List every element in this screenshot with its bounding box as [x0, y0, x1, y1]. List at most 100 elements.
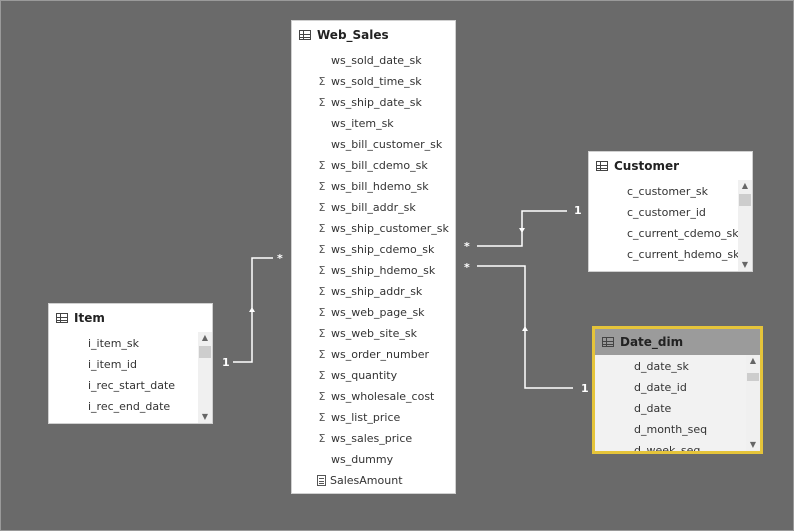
sigma-icon: Σ — [318, 264, 326, 277]
sigma-icon: Σ — [318, 243, 326, 256]
scroll-up-arrow-icon[interactable]: ▲ — [749, 356, 757, 365]
relationship-line-date — [477, 265, 573, 389]
sigma-icon: Σ — [318, 348, 326, 361]
sigma-icon: Σ — [318, 411, 326, 424]
field-name: d_month_seq — [634, 423, 708, 436]
filter-direction-arrow-item — [249, 307, 255, 312]
scroll-down-arrow-icon[interactable]: ▼ — [741, 260, 749, 269]
field-row[interactable]: d_date_sk — [634, 356, 760, 377]
field-name: d_week_seq — [634, 444, 701, 454]
cardinality-many-date: * — [464, 261, 470, 274]
sigma-icon: Σ — [318, 75, 326, 88]
sigma-icon: Σ — [318, 306, 326, 319]
table-header-item[interactable]: Item — [49, 304, 212, 332]
relationship-line-customer — [477, 210, 567, 247]
scrollbar-customer[interactable]: ▲ ▼ — [738, 180, 752, 271]
scroll-up-arrow-icon[interactable]: ▲ — [201, 333, 209, 342]
field-row[interactable]: ws_item_sk — [314, 113, 455, 134]
field-row[interactable]: i_item_desc — [88, 417, 212, 423]
field-row[interactable]: SalesAmount — [314, 470, 455, 491]
field-name: ws_bill_addr_sk — [331, 201, 416, 214]
scrollbar-thumb[interactable] — [747, 373, 759, 381]
table-customer[interactable]: Customer c_customer_sk c_customer_id c_c… — [588, 151, 753, 272]
field-name: ws_ship_addr_sk — [331, 285, 423, 298]
scroll-up-arrow-icon[interactable]: ▲ — [741, 181, 749, 190]
table-title-date-dim: Date_dim — [620, 335, 684, 349]
scrollbar-thumb[interactable] — [739, 194, 751, 206]
sigma-icon: Σ — [318, 432, 326, 445]
table-icon — [602, 337, 614, 347]
table-date-dim[interactable]: Date_dim d_date_sk d_date_id d_date d_mo… — [592, 326, 763, 454]
scroll-down-arrow-icon[interactable]: ▼ — [201, 412, 209, 421]
field-row[interactable]: c_customer_sk — [627, 181, 752, 202]
field-name: ws_sold_date_sk — [331, 54, 422, 67]
field-row[interactable]: d_date_id — [634, 377, 760, 398]
table-item[interactable]: Item i_item_sk i_item_id i_rec_start_dat… — [48, 303, 213, 424]
sigma-icon: Σ — [318, 180, 326, 193]
field-row[interactable]: c_current_hdemo_sk — [627, 244, 752, 265]
field-row[interactable]: d_date — [634, 398, 760, 419]
field-row[interactable]: d_week_seq — [634, 440, 760, 454]
cardinality-one-item: 1 — [222, 356, 230, 369]
field-row[interactable]: c_current_addr_sk — [627, 265, 752, 271]
field-name: d_date_sk — [634, 360, 689, 373]
table-icon — [56, 313, 68, 323]
field-row[interactable]: c_current_cdemo_sk — [627, 223, 752, 244]
table-header-customer[interactable]: Customer — [589, 152, 752, 180]
field-name: ws_wholesale_cost — [331, 390, 435, 403]
field-row[interactable]: i_item_id — [88, 354, 212, 375]
filter-direction-arrow-customer — [519, 228, 525, 233]
scrollbar-item[interactable]: ▲ ▼ — [198, 332, 212, 423]
scrollbar-thumb[interactable] — [199, 346, 211, 358]
table-title-item: Item — [74, 311, 105, 325]
field-row[interactable]: ws_dummy — [314, 449, 455, 470]
field-row[interactable]: ws_bill_customer_sk — [314, 134, 455, 155]
table-icon — [596, 161, 608, 171]
field-name: d_date_id — [634, 381, 687, 394]
sigma-icon: Σ — [318, 222, 326, 235]
field-name: ws_bill_customer_sk — [331, 138, 443, 151]
field-name: ws_ship_hdemo_sk — [331, 264, 436, 277]
field-name: i_rec_start_date — [88, 379, 176, 392]
field-row[interactable]: i_rec_end_date — [88, 396, 212, 417]
sigma-icon: Σ — [318, 327, 326, 340]
field-name: ws_quantity — [331, 369, 398, 382]
scroll-down-arrow-icon[interactable]: ▼ — [749, 440, 757, 449]
field-name: i_item_desc — [88, 421, 152, 423]
scrollbar-date-dim[interactable]: ▲ ▼ — [746, 355, 760, 451]
table-header-web-sales[interactable]: Web_Sales — [292, 21, 455, 49]
field-name: ws_ship_date_sk — [331, 96, 422, 109]
cardinality-many-item: * — [277, 252, 283, 265]
field-name: ws_ship_cdemo_sk — [331, 243, 435, 256]
field-row[interactable]: d_month_seq — [634, 419, 760, 440]
field-list-customer: c_customer_sk c_customer_id c_current_cd… — [589, 180, 752, 271]
cardinality-many-customer: * — [464, 240, 470, 253]
field-row[interactable]: ws_sold_date_sk — [314, 50, 455, 71]
field-row[interactable]: i_item_sk — [88, 333, 212, 354]
sigma-icon: Σ — [318, 96, 326, 109]
field-name: ws_order_number — [331, 348, 429, 361]
field-name: c_current_cdemo_sk — [627, 227, 739, 240]
table-header-date-dim[interactable]: Date_dim — [595, 329, 760, 355]
field-row[interactable]: c_customer_id — [627, 202, 752, 223]
field-row[interactable]: i_rec_start_date — [88, 375, 212, 396]
field-name: ws_web_site_sk — [331, 327, 417, 340]
